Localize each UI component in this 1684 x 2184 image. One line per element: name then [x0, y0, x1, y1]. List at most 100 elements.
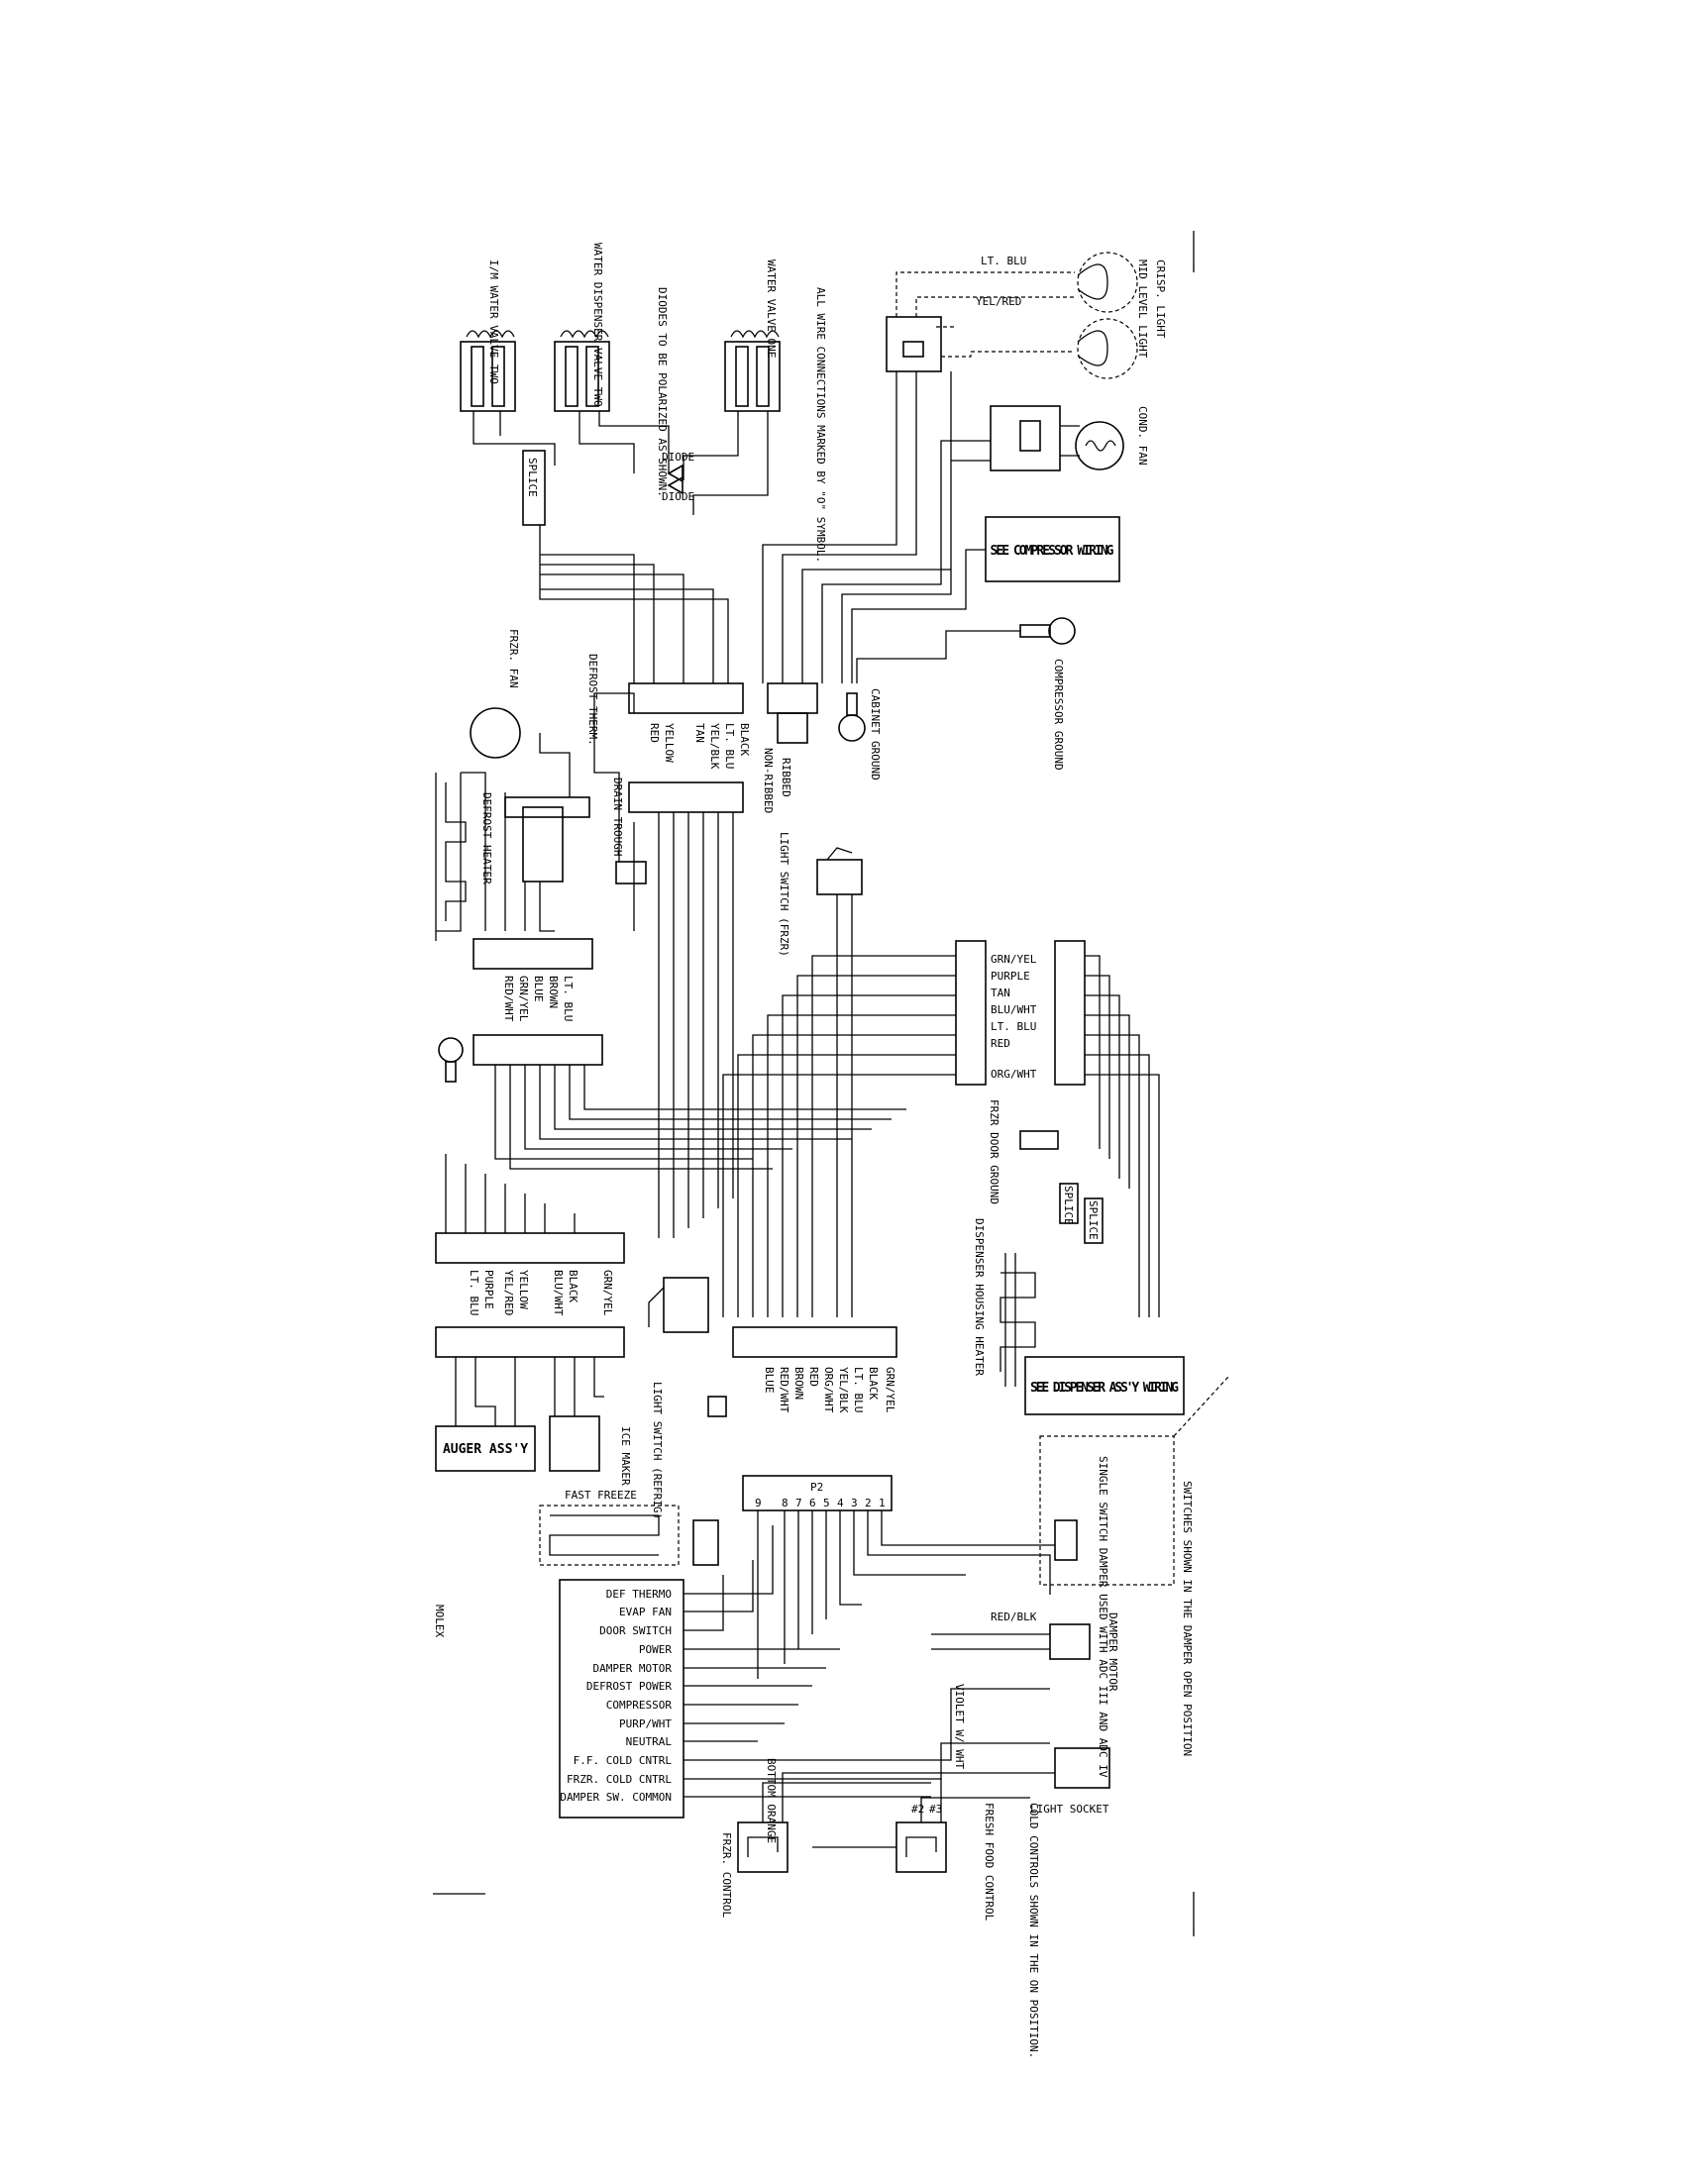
im-water-valve-two-label: I/M WATER VALVE TWO — [487, 260, 500, 384]
plug-ribbed — [767, 682, 818, 714]
control-item-3: POWER — [639, 1643, 672, 1656]
icemaker-plug-wire-1: BLACK — [567, 1270, 579, 1302]
frzr-control-label: FRZR. CONTROL — [720, 1832, 733, 1918]
plug-ribbed-body — [777, 712, 808, 744]
icemaker-plug-wire-5: PURPLE — [482, 1270, 495, 1309]
diodes-note: DIODES TO BE POLARIZED AS SHOWN. — [656, 287, 669, 497]
im-water-valve-two — [460, 330, 516, 412]
defrost-plug-mate — [473, 1034, 603, 1066]
cabinet-ground-icon — [838, 692, 866, 742]
red-blk-label: RED/BLK — [991, 1611, 1037, 1623]
refrig-plug — [732, 1326, 897, 1358]
fast-freeze-heater — [539, 1505, 680, 1566]
auger-icemaker-wires — [455, 1357, 604, 1426]
defrost-plug-wire-labels: LT. BLU BROWN BLUE GRN/YEL RED/WHT — [502, 976, 575, 1022]
ice-maker — [549, 1415, 600, 1472]
crisper-light — [1077, 252, 1138, 313]
control-item-8: NEUTRAL — [626, 1735, 673, 1748]
control-item-4: DAMPER MOTOR — [593, 1662, 673, 1675]
defrost-plug — [473, 938, 593, 970]
damper-motor — [1049, 1623, 1091, 1660]
top-wire-label-1: YEL/RED — [976, 295, 1021, 308]
p2-pin-2: 3 — [851, 1497, 858, 1509]
cond-fan-connector — [990, 405, 1061, 471]
frzr-control — [737, 1821, 789, 1873]
plug-a-wire-4: YELLOW — [663, 723, 676, 763]
plug-a-wire-3: TAN — [693, 723, 706, 743]
defrost-wires — [539, 692, 635, 932]
light-socket-label: LIGHT SOCKET — [1030, 1803, 1109, 1816]
frzr-fan-icon — [470, 707, 521, 759]
splice-top — [522, 450, 546, 526]
splice-harness — [539, 525, 729, 683]
p2-pin-3: 4 — [837, 1497, 844, 1509]
frzr-fan-label: FRZR. FAN — [507, 629, 520, 688]
refrig-plug-wire-5: RED — [807, 1367, 820, 1387]
control-item-9: F.F. COLD CNTRL — [574, 1754, 673, 1767]
top-wire-label-0: LT. BLU — [981, 255, 1026, 267]
water-valve-one-label: WATER VALVE ONE — [765, 260, 778, 358]
damper-switch — [1054, 1519, 1078, 1561]
control-board-wires — [684, 1525, 1050, 1798]
defrost-to-icemaker-harness — [494, 1065, 906, 1170]
bottom-orange-label: BOTTOM ORANGE — [765, 1758, 778, 1843]
splice-top-label: SPLICE — [526, 458, 539, 497]
icemaker-plug-wire-3: YELLOW — [517, 1270, 530, 1309]
refrig-light-switch — [663, 1277, 709, 1333]
fast-freeze-connector — [692, 1519, 719, 1566]
plug-b — [628, 781, 744, 813]
center-harness — [658, 812, 956, 1317]
splice-dispenser-2 — [1084, 1197, 1104, 1244]
refrig-plug-wire-8: BLUE — [763, 1367, 776, 1394]
p2-pin-1: 2 — [865, 1497, 872, 1509]
control-wires — [762, 1772, 1055, 1848]
mid-level-light — [1077, 318, 1138, 379]
fresh-food-control-label: FRESH FOOD CONTROL — [983, 1803, 996, 1922]
control-item-7: PURP/WHT — [619, 1717, 672, 1730]
refrig-plug-wire-2: LT. BLU — [852, 1367, 865, 1412]
damper-switch-box — [1039, 1435, 1175, 1586]
refrig-plug-wire-labels: GRN/YEL BLACK LT. BLU YEL/BLK ORG/WHT RE… — [763, 1367, 896, 1413]
p2-pin-7: 8 — [782, 1497, 789, 1509]
control-item-5: DEFROST POWER — [586, 1680, 672, 1693]
non-ribbed-label: NON-RIBBED — [762, 748, 775, 813]
splice-2-label: SPLICE — [1062, 1186, 1075, 1225]
frzr-door-plug-right — [1054, 940, 1086, 1086]
frzr-door-wire-2: TAN — [991, 987, 1010, 999]
p2-pin-8: 9 — [755, 1497, 762, 1509]
frzr-door-wire-3: BLU/WHT — [991, 1003, 1037, 1016]
defrost-heater-coil — [445, 782, 467, 921]
frzr-light-switch — [816, 859, 863, 895]
light-switch-frzr-label: LIGHT SWITCH (FRZR) — [778, 832, 790, 957]
defrost-plug-wire-0: LT. BLU — [562, 976, 575, 1021]
see-compressor-label: SEE COMPRESSOR WIRING — [991, 544, 1114, 559]
p2-connector — [742, 1475, 893, 1511]
hash-2-label: #2 — [911, 1803, 924, 1816]
wire-connections-note: ALL WIRE CONNECTIONS MARKED BY "O" SYMBO… — [814, 287, 827, 563]
compressor-ground-icon — [1048, 617, 1076, 645]
plug-a-wire-2: YEL/BLK — [708, 723, 721, 770]
refrig-plug-wire-4: ORG/WHT — [822, 1367, 835, 1413]
mid-level-light-label: MID LEVEL LIGHT — [1136, 260, 1149, 359]
plug-a-wire-labels: BLACK LT. BLU YEL/BLK TAN YELLOW RED — [648, 723, 751, 770]
switches-note: SWITCHES SHOWN IN THE DAMPER OPEN POSITI… — [1181, 1481, 1194, 1756]
control-board — [559, 1579, 684, 1819]
defrost-plug-wire-4: RED/WHT — [502, 976, 515, 1022]
auger-assembly — [435, 1425, 536, 1472]
light-connector-key — [902, 341, 924, 358]
cold-controls-note: COLD CONTROLS SHOWN IN THE ON POSITION. — [1027, 1803, 1040, 2058]
molex-label: MOLEX — [433, 1605, 446, 1637]
diode-symbols — [667, 464, 684, 495]
defrost-plug-wire-2: BLUE — [532, 976, 545, 1002]
icemaker-plug-wire-2: BLU/WHT — [552, 1270, 565, 1316]
cond-fan-leads — [1060, 425, 1080, 457]
compressor-ground-label: COMPRESSOR GROUND — [1052, 659, 1065, 771]
drain-trough-label: DRAIN TROUGH — [611, 778, 624, 856]
refrig-plug-wire-1: BLACK — [867, 1367, 880, 1400]
refrig-plug-wire-3: YEL/BLK — [837, 1367, 850, 1413]
refrig-plug-wire-6: BROWN — [792, 1367, 805, 1400]
water-dispenser-valve-two-label: WATER DISPENSER VALVE TWO — [591, 243, 604, 407]
door-harness — [1085, 955, 1160, 1317]
